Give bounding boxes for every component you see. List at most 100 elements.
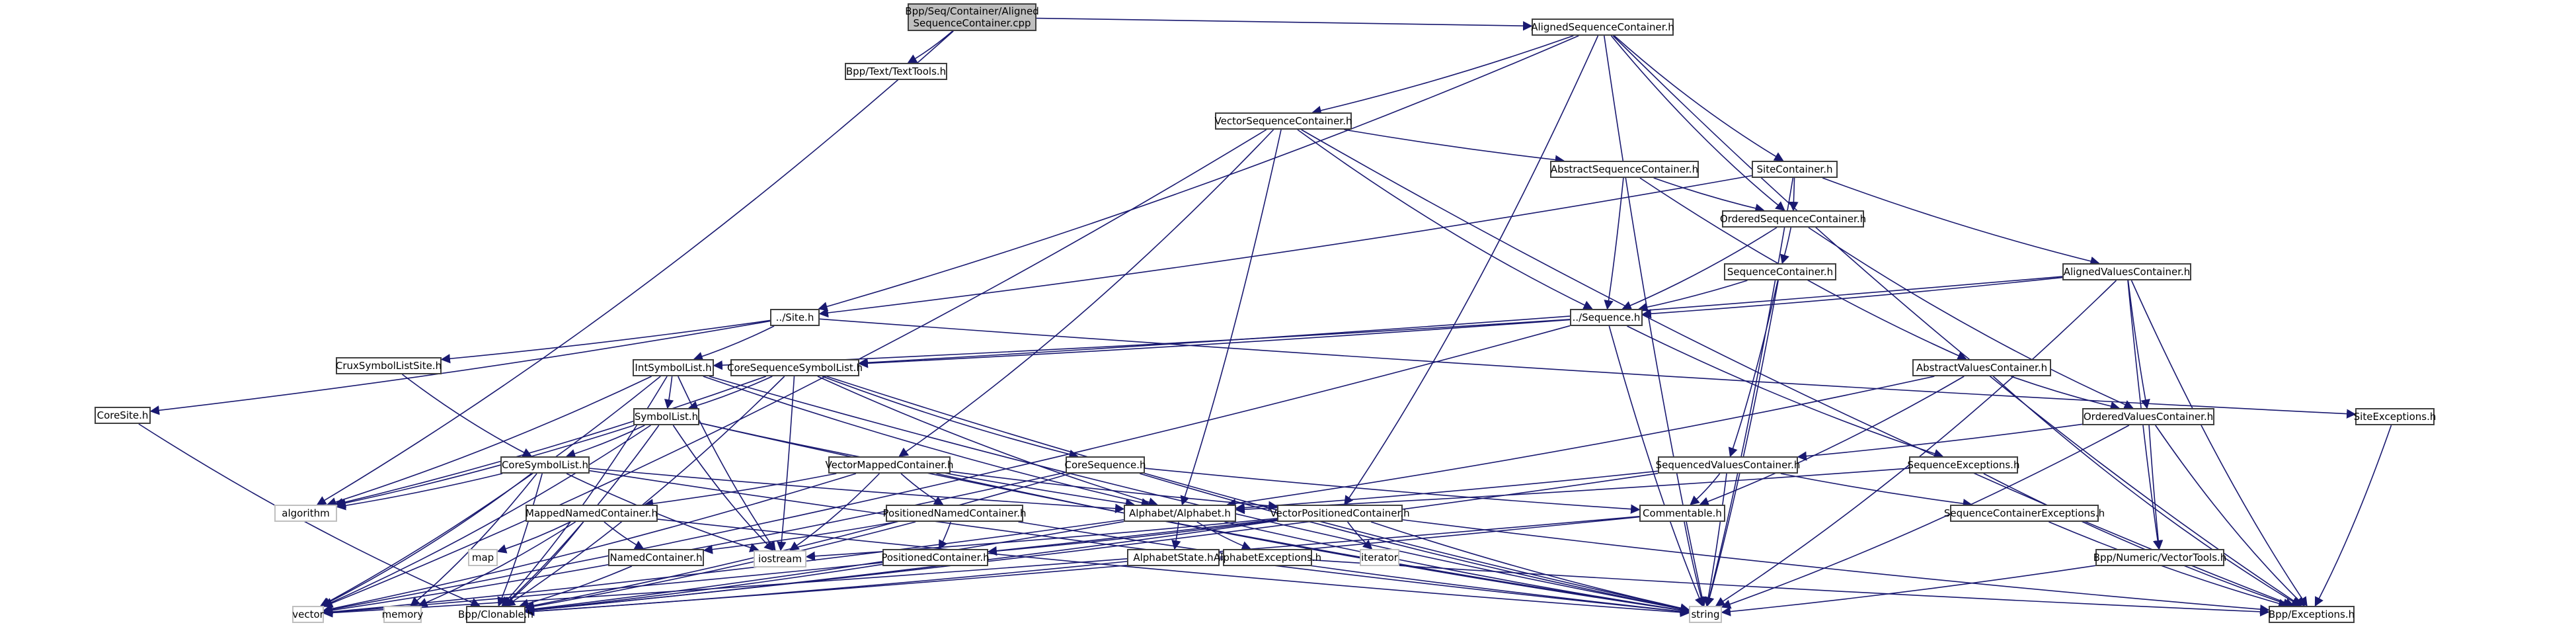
edge-vpc-to-iostream <box>805 517 1278 562</box>
node-vpc[interactable]: VectorPositionedContainer.h <box>1270 505 1410 522</box>
node-pnc[interactable]: PositionedNamedContainer.h <box>882 505 1027 522</box>
node-texttools[interactable]: Bpp/Text/TextTools.h <box>845 63 947 80</box>
edge-vpc-to-clonable <box>524 520 1278 615</box>
node-coresite[interactable]: CoreSite.h <box>95 407 151 424</box>
edge-asc-to-site <box>818 35 1579 312</box>
node-exceptions[interactable]: Bpp/Exceptions.h <box>2269 606 2355 623</box>
edge-scexc-to-exceptions <box>2049 521 2288 608</box>
edge-svc-to-alphabet <box>1235 470 1659 513</box>
edge-site-to-coresite <box>149 320 771 415</box>
node-intsl[interactable]: IntSymbolList.h <box>633 359 714 376</box>
edge-absvc-to-ovc <box>2011 376 2121 411</box>
node-avc[interactable]: AlignedValuesContainer.h <box>2062 263 2191 280</box>
edge-avc-to-ovc <box>2127 280 2150 409</box>
node-seq[interactable]: ../Sequence.h <box>1570 309 1643 326</box>
edge-cssl-to-coreseq <box>822 376 1079 459</box>
node-algorithm: algorithm <box>274 505 337 522</box>
node-map: map <box>468 549 498 566</box>
node-posc[interactable]: PositionedContainer.h <box>881 549 990 566</box>
edge-asc-to-osc <box>1610 35 1785 211</box>
edge-intsl-to-alphabet <box>703 376 1151 508</box>
edge-avc-to-vectortools <box>2127 280 2163 550</box>
edge-alphstate-to-clonable <box>524 561 1128 616</box>
edge-vpc-to-posc <box>987 519 1278 556</box>
node-alphabet[interactable]: Alphabet/Alphabet.h <box>1124 505 1236 522</box>
edge-intsl-to-symlist <box>664 376 674 409</box>
edge-coreseq-to-commentable <box>1144 468 1641 514</box>
edge-absvc-to-alphabet <box>1226 376 1935 509</box>
edge-seq-to-string <box>1608 325 1704 607</box>
node-coreseq[interactable]: CoreSequence.h <box>1065 456 1146 474</box>
edge-sitec-to-osc <box>1789 177 1799 212</box>
node-absvc[interactable]: AbstractValuesContainer.h <box>1912 359 2051 376</box>
edge-root-to-algorithm <box>316 30 954 505</box>
edge-mnc-to-memory <box>417 521 576 607</box>
node-seqexc[interactable]: SequenceExceptions.h <box>1908 456 2019 474</box>
edge-ovc-to-exceptions <box>2155 425 2306 607</box>
edge-svc-to-string <box>1703 473 1727 607</box>
node-coresl[interactable]: CoreSymbolList.h <box>500 456 590 474</box>
edge-alphabet-to-string <box>1224 521 1690 615</box>
node-vectortools[interactable]: Bpp/Numeric/VectorTools.h <box>2093 549 2226 566</box>
edge-ovc-to-string <box>1721 425 2130 609</box>
node-abssc[interactable]: AbstractSequenceContainer.h <box>1550 161 1699 178</box>
edge-avc-to-cssl <box>858 276 2063 368</box>
edge-cssl-to-symlist <box>687 376 773 411</box>
node-vmc[interactable]: VectorMappedContainer.h <box>826 456 953 474</box>
edge-coreseq-to-vector <box>323 472 1066 615</box>
edge-commentable-to-string <box>1684 521 1706 607</box>
edge-asc-to-vpc <box>1344 35 1599 506</box>
node-siteexc[interactable]: SiteExceptions.h <box>2354 408 2436 425</box>
edge-mnc-to-namedc <box>604 521 644 550</box>
node-root: Bpp/Seq/Container/Aligned SequenceContai… <box>905 3 1039 31</box>
node-svc[interactable]: SequencedValuesContainer.h <box>1656 456 1800 474</box>
edge-symlist-to-coresl <box>565 425 645 458</box>
node-symlist[interactable]: SymbolList.h <box>633 408 699 425</box>
edge-vpc-to-exceptions <box>1402 519 2270 614</box>
node-mnc[interactable]: MappedNamedContainer.h <box>526 505 658 522</box>
node-osc[interactable]: OrderedSequenceContainer.h <box>1720 210 1866 228</box>
node-cruxsls[interactable]: CruxSymbolListSite.h <box>336 357 442 374</box>
node-alphexc[interactable]: AlphabetExceptions.h <box>1214 549 1321 566</box>
edge-vectortools-to-string <box>1721 565 2096 616</box>
node-scexc[interactable]: SequenceContainerExceptions.h <box>1944 505 2105 522</box>
node-ovc[interactable]: OrderedValuesContainer.h <box>2082 408 2214 425</box>
node-clonable[interactable]: Bpp/Clonable.h <box>458 606 533 623</box>
node-alphstate[interactable]: AlphabetState.h <box>1127 549 1220 566</box>
node-iterator: iterator <box>1360 549 1399 566</box>
node-vsc[interactable]: VectorSequenceContainer.h <box>1215 112 1352 130</box>
edge-seq-to-vector <box>323 325 1571 614</box>
node-cssl[interactable]: CoreSequenceSymbolList.h <box>727 359 863 376</box>
node-sitec[interactable]: SiteContainer.h <box>1752 161 1838 178</box>
node-namedc[interactable]: NamedContainer.h <box>608 549 704 566</box>
edge-vmc-to-mnc <box>643 473 837 509</box>
edge-asc-to-vsc <box>1311 35 1574 116</box>
edge-root-to-texttools <box>907 30 953 63</box>
edge-seqexc-to-exceptions <box>1983 473 2293 608</box>
edge-avc-to-seq <box>1641 276 2063 319</box>
edge-seq-to-cssl <box>858 319 1571 368</box>
edge-svc-to-commentable <box>1690 473 1721 505</box>
edge-coresl-to-algorithm <box>336 473 503 511</box>
edge-coresl-to-vector <box>321 473 532 606</box>
edge-cruxsls-to-coresl <box>402 374 533 457</box>
edge-seqexc-to-alphabet <box>1235 468 1910 515</box>
edge-coreseq-to-clonable <box>524 473 1071 610</box>
edge-vsc-to-alphabet <box>1180 129 1282 506</box>
node-commentable[interactable]: Commentable.h <box>1639 505 1725 522</box>
node-memory: memory <box>382 606 423 623</box>
node-seqc[interactable]: SequenceContainer.h <box>1724 263 1836 280</box>
edge-vmc-to-pnc <box>900 473 944 505</box>
edge-coresl-to-string <box>589 470 1690 616</box>
edge-vmc-to-string <box>936 473 1690 615</box>
node-asc[interactable]: AlignedSequenceContainer.h <box>1531 19 1674 36</box>
edge-vpc-to-iterator <box>1347 521 1373 550</box>
edge-alphabet-to-clonable <box>524 521 1124 614</box>
edge-cssl-to-string <box>826 376 1690 613</box>
node-site[interactable]: ../Site.h <box>770 309 820 326</box>
edge-vsc-to-seq <box>1297 129 1593 310</box>
edge-pnc-to-string <box>1018 521 1690 616</box>
edge-coreseq-to-string <box>1140 473 1690 614</box>
edge-asc-to-string <box>1603 35 1707 607</box>
edge-seqc-to-svc <box>1728 280 1779 458</box>
